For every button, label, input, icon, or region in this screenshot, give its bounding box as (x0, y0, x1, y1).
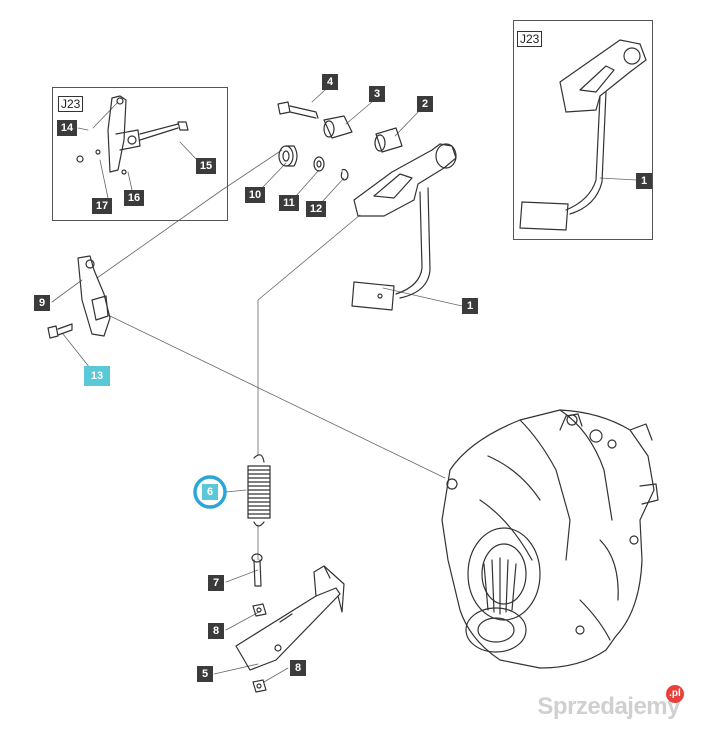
detail-left-linkage (76, 95, 189, 175)
callout-8-upper: 8 (208, 623, 224, 639)
pin-7 (251, 553, 263, 587)
callout-4: 4 (322, 74, 338, 90)
detail-box-left-ref: J23 (58, 96, 84, 112)
detail-box-right (513, 20, 653, 240)
callout-17: 17 (92, 198, 112, 214)
callout-16: 16 (124, 190, 144, 206)
callout-6: 6 (202, 484, 218, 500)
washer-11 (313, 156, 325, 172)
bearing-10 (278, 145, 298, 167)
callout-11: 11 (279, 195, 299, 211)
callout-12: 12 (306, 201, 326, 217)
pedal-1 (351, 143, 457, 311)
callout-1-detail: 1 (636, 173, 652, 189)
detail-right-pedal (519, 39, 647, 231)
callout-15: 15 (196, 158, 216, 174)
bushing-3 (323, 115, 353, 139)
highlight-ring (193, 475, 227, 509)
bolt-4 (277, 101, 319, 119)
callout-10: 10 (245, 187, 265, 203)
callout-5: 5 (197, 666, 213, 682)
watermark-badge: .pl (666, 685, 684, 703)
watermark-text: Sprzedajemy (537, 693, 680, 720)
detail-box-right-ref: J23 (517, 31, 543, 47)
callout-13: 13 (84, 366, 110, 386)
bolt-13 (47, 323, 73, 339)
nut-8-upper (252, 603, 267, 617)
bracket-5 (235, 565, 345, 671)
callout-2: 2 (417, 96, 433, 112)
callout-14: 14 (57, 120, 77, 136)
callout-3: 3 (369, 86, 385, 102)
callout-8-lower: 8 (290, 660, 306, 676)
callout-1-main: 1 (462, 298, 478, 314)
leader-lines (51, 89, 637, 683)
detail-box-left (52, 87, 228, 221)
bushing-2 (374, 127, 403, 153)
circlip-12 (340, 168, 349, 181)
bracket-9 (77, 255, 111, 337)
transmission-housing (441, 409, 659, 669)
nut-8-lower (252, 679, 267, 693)
callout-9: 9 (34, 295, 50, 311)
spring-6 (247, 454, 271, 527)
callout-7: 7 (208, 575, 224, 591)
